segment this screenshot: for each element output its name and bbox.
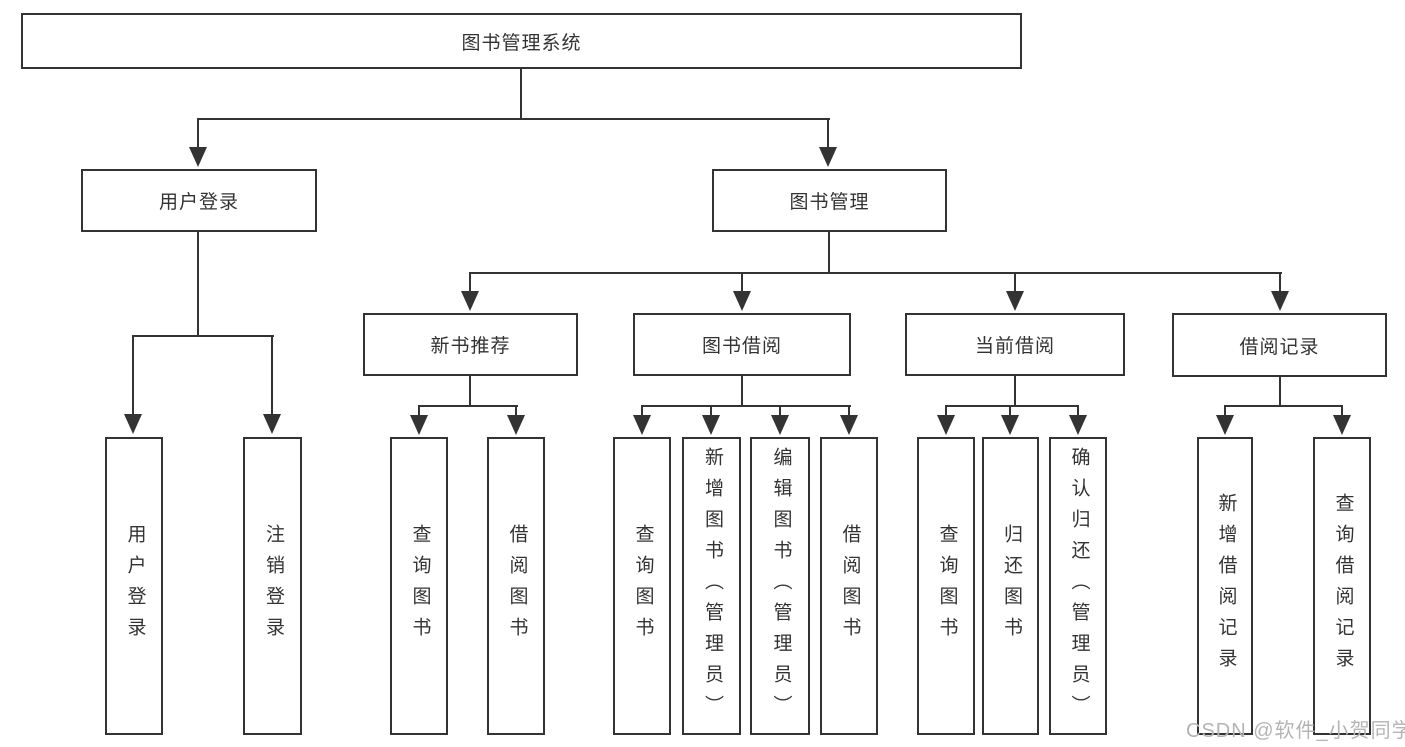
connector-line <box>418 405 420 418</box>
arrow-down-icon <box>819 147 837 167</box>
leaf-current-query-books: 查询图书 <box>917 437 975 735</box>
connector-line <box>945 405 1079 407</box>
leaf-borrow-add-books-admin-label: 新增图书（管理员） <box>701 446 723 726</box>
leaf-user-login-label: 用户登录 <box>124 524 146 648</box>
arrow-down-icon <box>937 415 955 435</box>
leaf-current-confirm-return-admin-label: 确认归还（管理员） <box>1068 446 1090 726</box>
leaf-newrec-borrow-books-label: 借阅图书 <box>506 524 528 648</box>
connector-line <box>469 376 471 407</box>
arrow-down-icon <box>1069 415 1087 435</box>
connector-line <box>132 335 134 415</box>
connector-line <box>848 405 850 418</box>
node-book-management-label: 图书管理 <box>789 192 870 213</box>
node-book-management: 图书管理 <box>712 169 947 232</box>
arrow-down-icon <box>1001 415 1019 435</box>
connector-line <box>828 232 830 274</box>
connector-line <box>515 405 517 418</box>
leaf-current-confirm-return-admin: 确认归还（管理员） <box>1049 437 1107 735</box>
arrow-down-icon <box>633 415 651 435</box>
arrow-down-icon <box>840 415 858 435</box>
connector-line <box>710 405 712 418</box>
leaf-user-login: 用户登录 <box>105 437 163 735</box>
leaf-records-query-record-label: 查询借阅记录 <box>1332 493 1354 679</box>
watermark: CSDN @软件_小贺同学 <box>1186 720 1405 742</box>
connector-line <box>1279 272 1281 294</box>
leaf-current-return-books-label: 归还图书 <box>1000 524 1022 648</box>
leaf-logout: 注销登录 <box>243 437 302 735</box>
leaf-borrow-edit-books-admin-label: 编辑图书（管理员） <box>770 446 792 726</box>
node-new-book-recommend: 新书推荐 <box>363 313 578 376</box>
connector-line <box>827 118 829 150</box>
node-current-borrow-label: 当前借阅 <box>974 336 1055 357</box>
connector-line <box>520 69 522 119</box>
leaf-records-add-record-label: 新增借阅记录 <box>1215 493 1237 679</box>
connector-line <box>945 405 947 418</box>
connector-line <box>197 232 199 337</box>
connector-line <box>1014 376 1016 407</box>
leaf-borrow-query-books-label: 查询图书 <box>632 524 654 648</box>
connector-line <box>469 272 1282 274</box>
arrow-down-icon <box>1006 291 1024 311</box>
connector-line <box>1077 405 1079 418</box>
connector-line <box>741 376 743 407</box>
connector-line <box>741 272 743 294</box>
arrow-down-icon <box>1333 415 1351 435</box>
connector-line <box>1014 272 1016 294</box>
leaf-current-query-books-label: 查询图书 <box>936 524 958 648</box>
connector-line <box>271 335 273 415</box>
connector-line <box>1224 405 1343 407</box>
node-root: 图书管理系统 <box>21 13 1022 69</box>
leaf-borrow-borrow-books-label: 借阅图书 <box>839 524 861 648</box>
node-borrow-records: 借阅记录 <box>1172 313 1387 377</box>
connector-line <box>1009 405 1011 418</box>
arrow-down-icon <box>702 415 720 435</box>
node-borrow-records-label: 借阅记录 <box>1239 336 1320 358</box>
arrow-down-icon <box>1271 291 1289 311</box>
node-book-borrow: 图书借阅 <box>633 313 851 376</box>
connector-line <box>418 405 518 407</box>
connector-line <box>1224 405 1226 418</box>
arrow-down-icon <box>410 415 428 435</box>
connector-line <box>1341 405 1343 418</box>
leaf-borrow-borrow-books: 借阅图书 <box>820 437 878 735</box>
connector-line <box>641 405 643 418</box>
node-root-label: 图书管理系统 <box>461 32 582 54</box>
node-user-login-label: 用户登录 <box>158 192 239 213</box>
arrow-down-icon <box>733 291 751 311</box>
leaf-borrow-add-books-admin: 新增图书（管理员） <box>682 437 741 735</box>
leaf-newrec-query-books: 查询图书 <box>390 437 448 735</box>
node-user-login: 用户登录 <box>81 169 317 232</box>
leaf-newrec-query-books-label: 查询图书 <box>409 524 431 648</box>
leaf-borrow-edit-books-admin: 编辑图书（管理员） <box>750 437 810 735</box>
arrow-down-icon <box>771 415 789 435</box>
connector-line <box>779 405 781 418</box>
leaf-logout-label: 注销登录 <box>262 524 284 648</box>
connector-line <box>1279 377 1281 407</box>
arrow-down-icon <box>189 147 207 167</box>
connector-line <box>197 118 830 120</box>
arrow-down-icon <box>124 414 142 434</box>
leaf-current-return-books: 归还图书 <box>982 437 1039 735</box>
connector-line <box>132 335 274 337</box>
arrow-down-icon <box>1216 415 1234 435</box>
node-book-borrow-label: 图书借阅 <box>701 336 782 357</box>
leaf-borrow-query-books: 查询图书 <box>613 437 671 735</box>
arrow-down-icon <box>263 414 281 434</box>
connector-line <box>469 272 471 294</box>
leaf-records-add-record: 新增借阅记录 <box>1197 437 1253 735</box>
connector-line <box>197 118 199 150</box>
node-current-borrow: 当前借阅 <box>905 313 1125 376</box>
leaf-newrec-borrow-books: 借阅图书 <box>487 437 545 735</box>
node-new-book-recommend-label: 新书推荐 <box>430 336 511 357</box>
arrow-down-icon <box>461 291 479 311</box>
arrow-down-icon <box>507 415 525 435</box>
connector-line <box>641 405 851 407</box>
leaf-records-query-record: 查询借阅记录 <box>1313 437 1371 735</box>
